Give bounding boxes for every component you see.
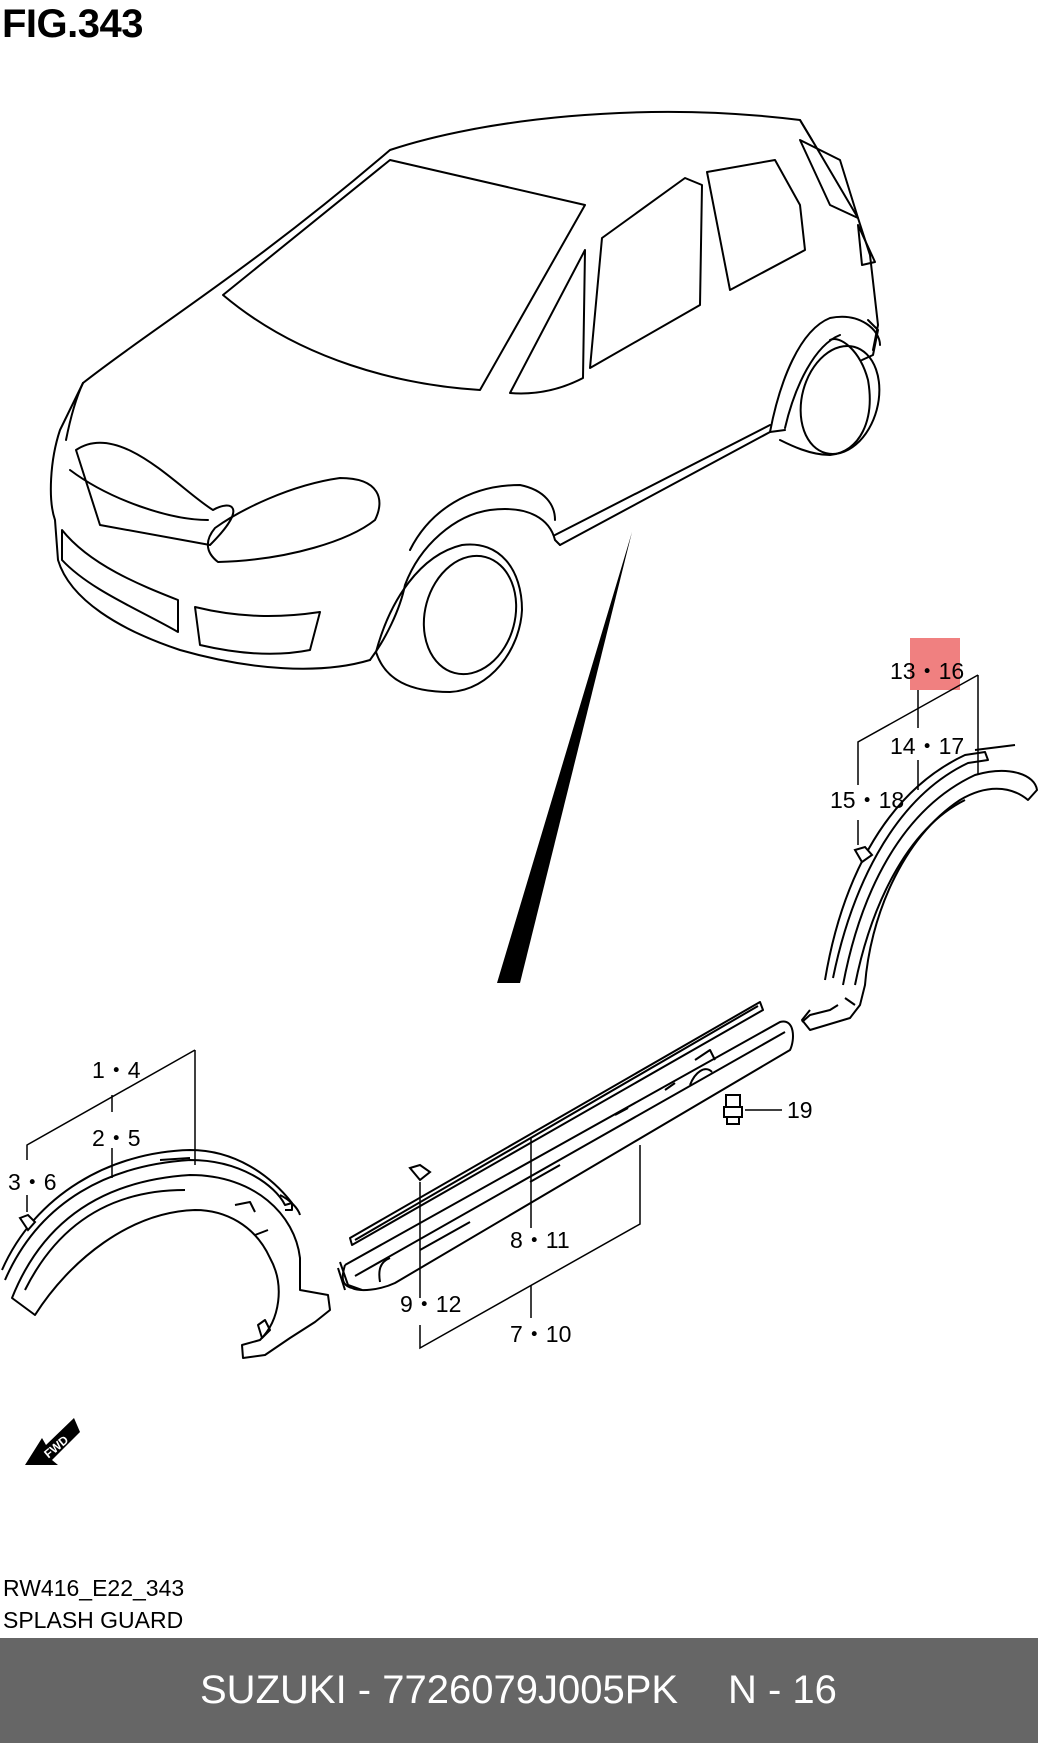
callout-14-17: 14・17 xyxy=(890,733,964,759)
callout-7-10: 7・10 xyxy=(510,1321,571,1347)
callout-3-6: 3・6 xyxy=(8,1169,57,1195)
callout-15-18: 15・18 xyxy=(830,787,904,813)
clip-9-12 xyxy=(408,1163,432,1182)
side-sill-moulding xyxy=(337,1001,794,1292)
leader-lines xyxy=(26,674,979,1350)
clip-3-6 xyxy=(18,1213,37,1232)
fwd-arrow-icon: FWD xyxy=(25,1418,80,1465)
callout-19: 19 xyxy=(787,1097,813,1123)
fasteners xyxy=(18,845,874,1232)
callout-1-4: 1・4 xyxy=(92,1057,141,1083)
diagram-name: SPLASH GUARD xyxy=(3,1607,184,1633)
figure-title: FIG.343 xyxy=(2,2,144,46)
splash-guard-diagram: 1・4 2・5 3・6 8・11 9・12 7・10 13・16 14・17 1… xyxy=(1,110,1038,1465)
footer-page-label: N - 16 xyxy=(728,1668,837,1712)
clip-19 xyxy=(723,1094,743,1125)
callout-2-5: 2・5 xyxy=(92,1125,141,1151)
callout-highlight xyxy=(910,638,960,690)
clip-15-18 xyxy=(853,845,874,864)
callout-9-12: 9・12 xyxy=(400,1291,461,1317)
rear-splash-guard xyxy=(801,744,1038,1031)
car-illustration xyxy=(49,110,881,693)
callout-13-16: 13・16 xyxy=(890,658,964,684)
callout-8-11: 8・11 xyxy=(510,1227,570,1253)
front-splash-guard xyxy=(1,1149,331,1359)
footer-part-label: SUZUKI - 7726079J005PK xyxy=(200,1668,679,1712)
footer-bar: SUZUKI - 7726079J005PK N - 16 xyxy=(0,1638,1038,1743)
pointer-wedge xyxy=(497,532,632,983)
diagram-code: RW416_E22_343 xyxy=(3,1575,185,1601)
